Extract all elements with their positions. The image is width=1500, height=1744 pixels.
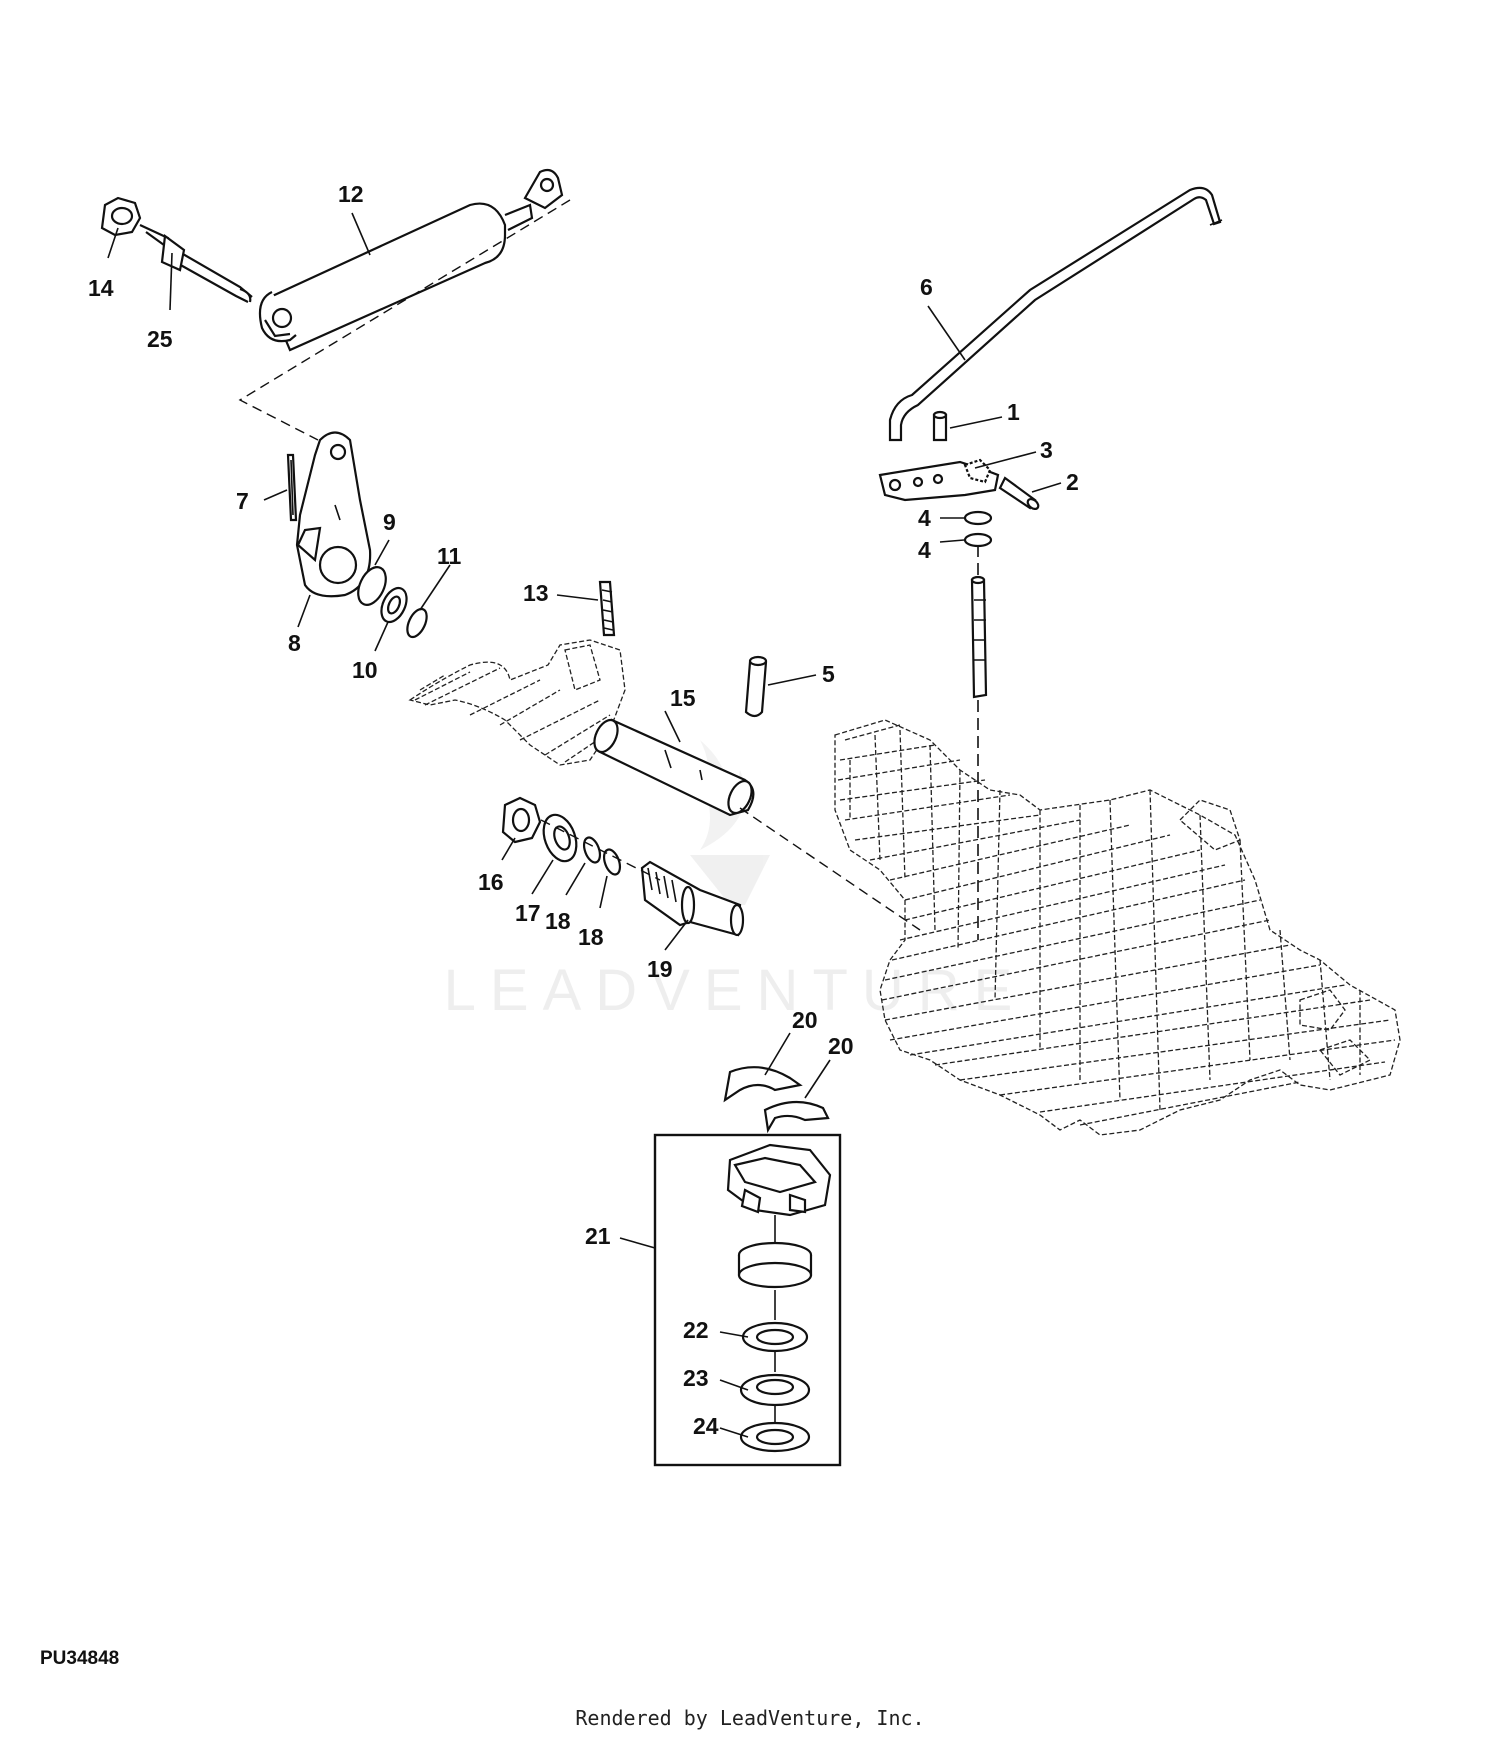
- bearing-block: [726, 1143, 832, 1245]
- bearing-23: [739, 1373, 811, 1407]
- callout-4: 4: [918, 505, 931, 531]
- callout-18: 18: [578, 924, 604, 950]
- washers-4: [963, 510, 993, 548]
- callout-23: 23: [683, 1365, 709, 1391]
- callout-19: 19: [647, 956, 673, 982]
- stub-shaft: [640, 860, 745, 937]
- callout-13: 13: [523, 580, 549, 606]
- transmission-housing: [834, 719, 1401, 1136]
- callout-4: 4: [918, 537, 931, 563]
- callout-18: 18: [545, 908, 571, 934]
- lift-arm: [295, 431, 372, 598]
- callout-17: 17: [515, 900, 541, 926]
- callout-15: 15: [670, 685, 696, 711]
- callout-2: 2: [1066, 469, 1079, 495]
- callout-16: 16: [478, 869, 504, 895]
- callout-7: 7: [236, 488, 249, 514]
- callout-24: 24: [693, 1413, 719, 1439]
- callout-1: 1: [1007, 399, 1020, 425]
- washer-22: [741, 1321, 809, 1353]
- callout-3: 3: [1040, 437, 1053, 463]
- nut-and-stud: [100, 196, 253, 303]
- callout-5: 5: [822, 661, 835, 687]
- control-plate: [878, 458, 1000, 502]
- roll-pin: [744, 655, 768, 718]
- render-credit: Rendered by LeadVenture, Inc.: [575, 1706, 925, 1730]
- callout-8: 8: [288, 630, 301, 656]
- callout-12: 12: [338, 181, 364, 207]
- callout-14: 14: [88, 275, 114, 301]
- figure-id: PU34848: [40, 1648, 120, 1669]
- rings-18: [582, 836, 622, 876]
- callout-20: 20: [792, 1007, 818, 1033]
- callout-11: 11: [437, 543, 462, 569]
- bushing-ring: [737, 1241, 813, 1320]
- washer-17: [542, 813, 578, 863]
- cross-shaft: [593, 718, 755, 817]
- pin-2: [998, 476, 1040, 511]
- leader-lines: [107, 212, 1062, 1438]
- kit-box-21: [653, 1133, 842, 1467]
- callouts: 1 2 3 4 4 5 6 7 8 9 10 11 12 13 14 15 16…: [88, 181, 1079, 1439]
- spring-pin: [598, 580, 616, 637]
- washers-9-10-11: [357, 566, 428, 639]
- key: [286, 453, 298, 522]
- hydraulic-cylinder: [258, 168, 564, 352]
- callout-20: 20: [828, 1033, 854, 1059]
- callout-22: 22: [683, 1317, 709, 1343]
- control-rod: [888, 186, 1223, 442]
- callout-6: 6: [920, 274, 933, 300]
- vertical-shaft: [970, 545, 988, 940]
- pin-1: [932, 410, 948, 442]
- bushings-20: [723, 1066, 830, 1134]
- watermark: LEADVENTURE: [444, 740, 1027, 1023]
- callout-25: 25: [147, 326, 173, 352]
- callout-10: 10: [352, 657, 378, 683]
- watermark-text: LEADVENTURE: [444, 958, 1027, 1023]
- housing-bracket: [408, 639, 626, 766]
- callout-21: 21: [585, 1223, 611, 1249]
- callout-9: 9: [383, 509, 396, 535]
- nut-16: [501, 796, 542, 844]
- washer-24: [739, 1421, 811, 1453]
